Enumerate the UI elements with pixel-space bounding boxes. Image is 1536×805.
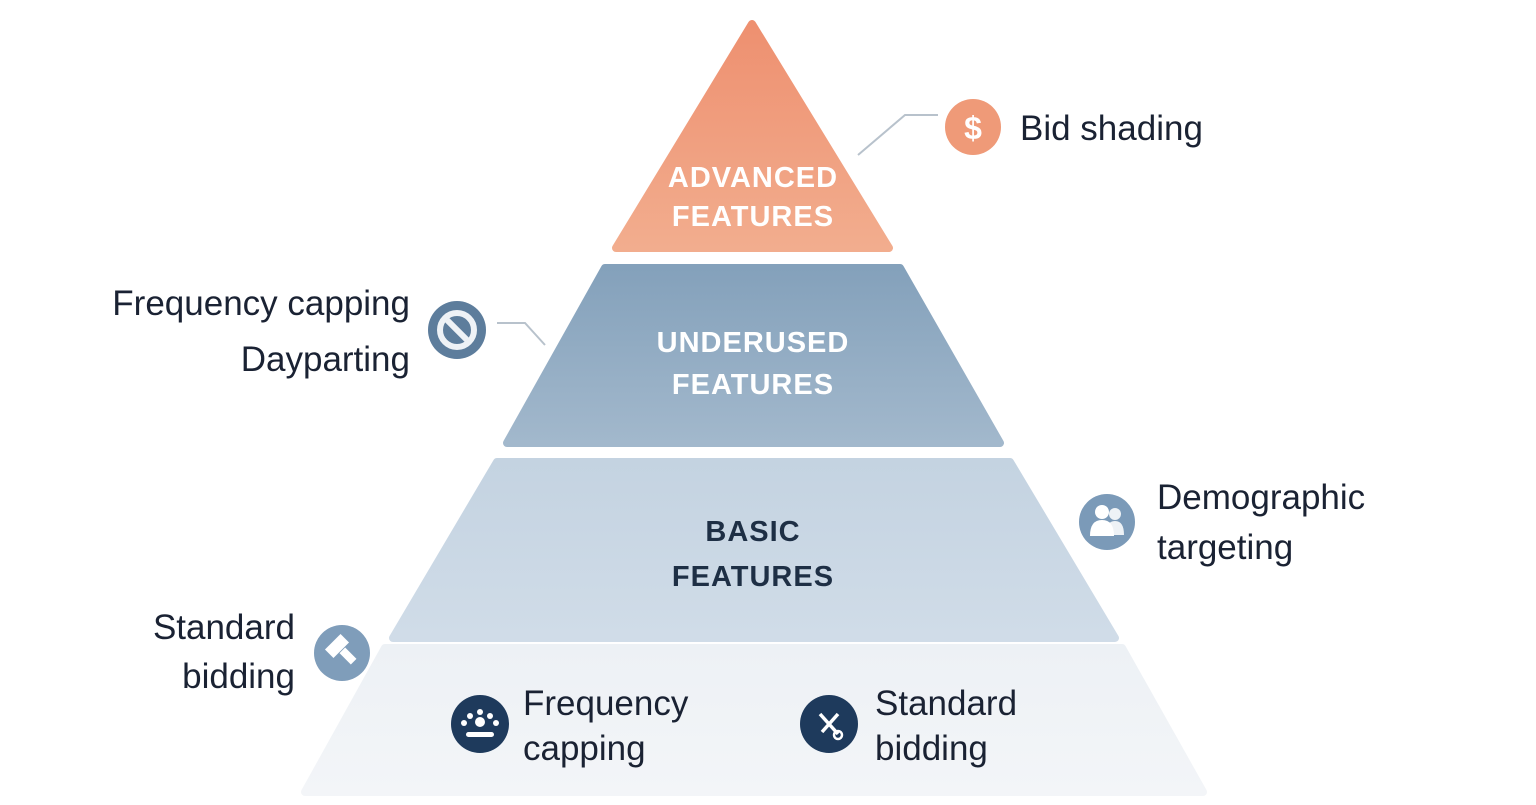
bottom-capping-label: capping	[523, 729, 646, 768]
bidding-label: bidding	[182, 657, 295, 696]
bottom-frequency-label: Frequency	[523, 684, 689, 723]
no-entry-icon	[428, 301, 486, 359]
svg-text:$: $	[964, 110, 982, 146]
bottom-bidding-label: bidding	[875, 729, 988, 768]
standard-label: Standard	[153, 608, 295, 647]
gavel-icon	[314, 625, 370, 681]
frequency-capping-label: Frequency capping	[112, 284, 410, 323]
tier-basic	[389, 458, 1119, 642]
tier-base	[301, 644, 1207, 796]
tier-advanced	[612, 20, 893, 252]
demographic-label: Demographic	[1157, 478, 1365, 517]
tier-underused-line1: UNDERUSED	[657, 327, 850, 359]
tier-basic-line1: BASIC	[705, 516, 800, 548]
bottom-standard-label: Standard	[875, 684, 1017, 723]
dollar-icon: $	[945, 99, 1001, 155]
tier-underused-line2: FEATURES	[672, 369, 834, 401]
tier-basic-line2: FEATURES	[672, 561, 834, 593]
tier-advanced-line2: FEATURES	[672, 201, 834, 233]
tier-advanced-line1: ADVANCED	[668, 162, 838, 194]
connector-line	[497, 322, 546, 346]
users-icon	[1079, 494, 1135, 550]
audience-icon	[451, 695, 509, 753]
bid-shading-label: Bid shading	[1020, 109, 1203, 148]
scissors-icon	[800, 695, 858, 753]
dayparting-label: Dayparting	[241, 340, 410, 379]
targeting-label: targeting	[1157, 528, 1293, 567]
connector-line	[857, 114, 938, 156]
tier-underused	[503, 264, 1004, 447]
